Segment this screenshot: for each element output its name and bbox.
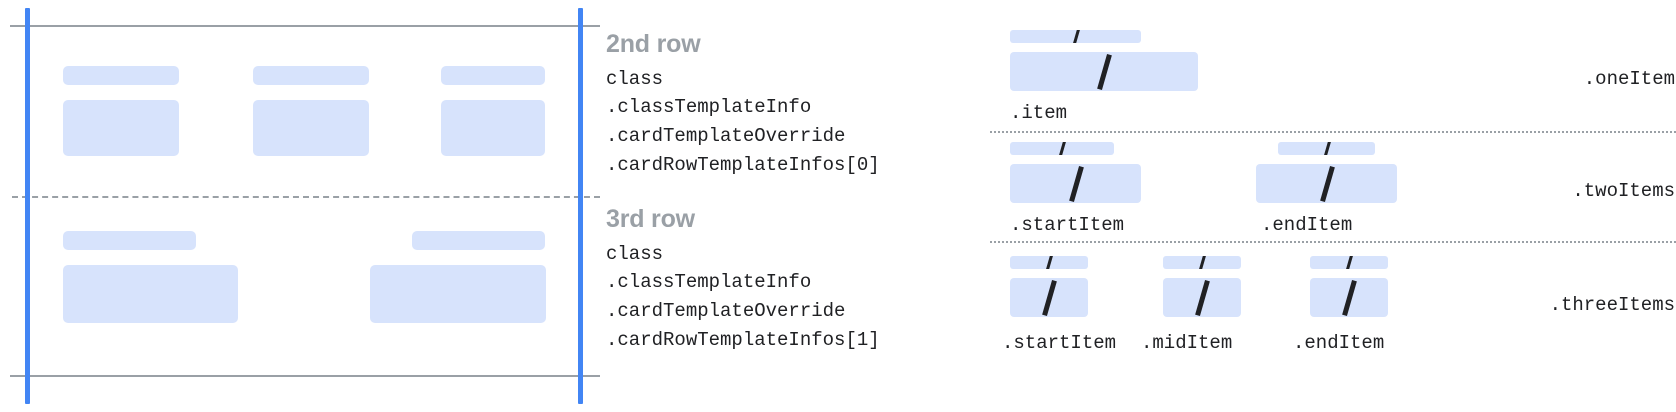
placeholder-r1c2-body (253, 100, 369, 156)
annotation-class-path: class .classTemplateInfo .cardTemplateOv… (606, 242, 880, 351)
slot-caption: .startItem (1002, 332, 1117, 354)
variant-label: .twoItems (1572, 180, 1675, 202)
slot-title-bar (1278, 142, 1375, 155)
card-row-template-preview (0, 0, 600, 412)
annotation-title: 3rd row (606, 205, 695, 233)
slash-glyph (1068, 166, 1084, 202)
slot-body-bar (1010, 164, 1141, 203)
slash-glyph (1058, 142, 1067, 155)
card-top-rule (10, 25, 600, 27)
slot-end-item: .endItem (1256, 142, 1397, 236)
placeholder-r2c2-body (370, 265, 546, 323)
slot-caption: .endItem (1261, 214, 1353, 236)
slot-caption: .startItem (1010, 214, 1125, 236)
variant-two-items: .startItem .endItem .twoItems (985, 132, 1676, 242)
slash-glyph (1042, 280, 1057, 316)
slot-body-bar (1010, 52, 1198, 91)
annotation-second-row: 2nd row class .classTemplateInfo .cardTe… (606, 30, 966, 179)
slot-title-bar (1163, 256, 1241, 269)
row-divider-dashed (12, 196, 600, 198)
placeholder-r1c1-body (63, 100, 179, 156)
slot-title-bar (1310, 256, 1388, 269)
slot-caption: .endItem (1293, 332, 1385, 354)
placeholder-r2c1-title (63, 231, 196, 250)
slot-body-bar (1310, 278, 1388, 317)
placeholder-r1c1-title (63, 66, 179, 85)
annotation-title: 2nd row (606, 30, 701, 58)
slot-start-item: .startItem (1002, 256, 1116, 354)
slash-glyph (1342, 280, 1357, 316)
slot-start-item: .startItem (1010, 142, 1141, 236)
annotation-class-path: class .classTemplateInfo .cardTemplateOv… (606, 67, 880, 176)
placeholder-r1c3-title (441, 66, 545, 85)
slot-body-bar (1010, 278, 1088, 317)
slot-title-bar (1010, 30, 1141, 43)
placeholder-r1c3-body (441, 100, 545, 156)
right-margin-guide (578, 8, 583, 404)
annotation-third-row: 3rd row class .classTemplateInfo .cardTe… (606, 205, 966, 354)
slash-glyph (1345, 256, 1354, 269)
slot-item: .item (1010, 30, 1198, 124)
slot-end-item: .endItem (1293, 256, 1388, 354)
left-margin-guide (25, 8, 30, 404)
slash-glyph (1198, 256, 1207, 269)
slot-caption: .item (1010, 102, 1068, 124)
variant-label: .threeItems (1549, 294, 1675, 316)
slash-glyph (1195, 280, 1210, 316)
slot-title-bar (1010, 142, 1114, 155)
slash-glyph (1323, 142, 1331, 155)
variant-label: .oneItem (1583, 68, 1675, 90)
slot-body-bar (1256, 164, 1397, 203)
item-layout-variants: .item .oneItem .startItem (985, 0, 1676, 412)
placeholder-r2c2-title (412, 231, 545, 250)
slash-glyph (1097, 54, 1112, 90)
variant-separator (990, 241, 1676, 243)
slot-title-bar (1010, 256, 1088, 269)
placeholder-r1c2-title (253, 66, 369, 85)
variant-separator (990, 131, 1676, 133)
slash-glyph (1319, 166, 1335, 202)
card-bottom-rule (10, 375, 600, 377)
placeholder-r2c1-body (63, 265, 238, 323)
slash-glyph (1045, 256, 1054, 269)
slot-mid-item: .midItem (1141, 256, 1241, 354)
slot-body-bar (1163, 278, 1241, 317)
slash-glyph (1072, 30, 1080, 43)
slot-caption: .midItem (1141, 332, 1233, 354)
variant-three-items: .startItem .midItem .endItem (985, 242, 1676, 360)
variant-one-item: .item .oneItem (985, 22, 1676, 132)
